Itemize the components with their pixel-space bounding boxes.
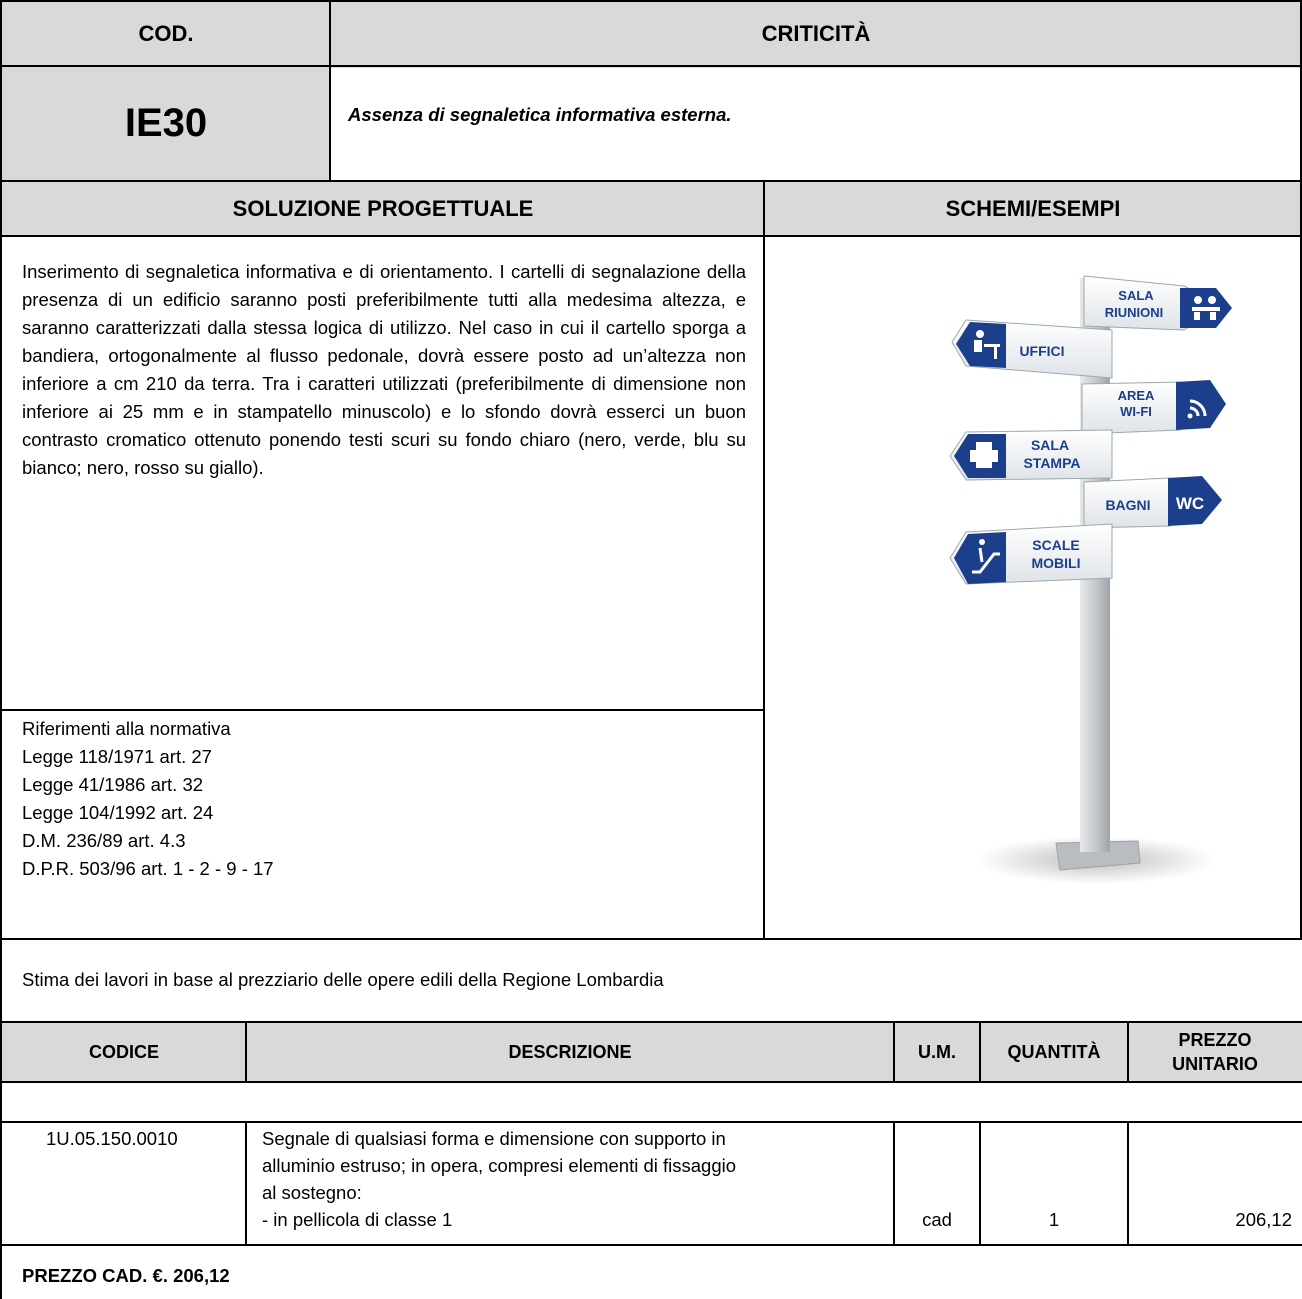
- col-prezzo-unitario: PREZZO UNITARIO: [1172, 1030, 1258, 1074]
- riferimento-item: D.P.R. 503/96 art. 1 - 2 - 9 - 17: [22, 858, 274, 879]
- criticita-header: CRITICITÀ: [761, 21, 871, 46]
- sign-scale-mobili: SCALE MOBILI: [949, 523, 1113, 585]
- soluzione-header: SOLUZIONE PROGETTUALE: [232, 195, 534, 221]
- svg-text:AREA: AREA: [1118, 388, 1155, 403]
- table-header-bg: [2, 1022, 1302, 1082]
- svg-text:UFFICI: UFFICI: [1019, 343, 1064, 359]
- riferimento-item: Legge 104/1992 art. 24: [22, 802, 214, 823]
- cod-header: COD.: [138, 21, 194, 46]
- totale-price: PREZZO CAD. €. 206,12: [22, 1265, 230, 1286]
- row-um: cad: [922, 1209, 952, 1230]
- header-row-bg: [2, 2, 1302, 66]
- riferimento-item: D.M. 236/89 art. 4.3: [22, 830, 186, 851]
- svg-text:WI-FI: WI-FI: [1120, 404, 1152, 419]
- sign-sala-riunioni: SALA RIUNIONI: [1083, 275, 1232, 331]
- desk-icon: [974, 330, 1000, 359]
- row-prezzo: 206,12: [1235, 1209, 1292, 1230]
- svg-text:SCALE: SCALE: [1032, 537, 1079, 553]
- sign-bagni: BAGNI WC: [1083, 476, 1222, 529]
- sign-uffici: UFFICI: [951, 319, 1113, 379]
- sign-area-wifi: AREA WI-FI: [1081, 380, 1226, 435]
- signpost-illustration: SALA RIUNIONI UFFICI AREA WI-FI SALA STA…: [949, 275, 1232, 884]
- schemi-header: SCHEMI/ESEMPI: [945, 195, 1121, 221]
- escalator-icon: [972, 539, 1000, 574]
- riferimenti-title: Riferimenti alla normativa: [22, 718, 231, 739]
- base-plate: [1055, 840, 1141, 871]
- stima-text: Stima dei lavori in base al prezziario d…: [22, 969, 664, 990]
- svg-text:MOBILI: MOBILI: [1032, 555, 1081, 571]
- criticita-text-bg: [330, 68, 1302, 181]
- col-codice: CODICE: [88, 1042, 159, 1062]
- printer-icon: [970, 442, 998, 468]
- svg-text:SALA: SALA: [1031, 437, 1069, 453]
- riferimento-item: Legge 41/1986 art. 32: [22, 774, 204, 795]
- svg-text:BAGNI: BAGNI: [1105, 497, 1150, 513]
- col-quantita: QUANTITÀ: [1007, 1042, 1101, 1062]
- riferimento-item: Legge 118/1971 art. 27: [22, 746, 212, 767]
- row-codice: 1U.05.150.0010: [46, 1128, 178, 1149]
- code-value: IE30: [124, 101, 208, 145]
- wc-icon: WC: [1176, 494, 1204, 513]
- svg-text:STAMPA: STAMPA: [1023, 455, 1080, 471]
- svg-text:RIUNIONI: RIUNIONI: [1105, 305, 1164, 320]
- row-quantita: 1: [1048, 1209, 1060, 1230]
- col-um: U.M.: [918, 1042, 956, 1062]
- row-descrizione: Segnale di qualsiasi forma e dimensione …: [262, 1128, 737, 1230]
- sign-sala-stampa: SALA STAMPA: [949, 429, 1113, 481]
- soluzione-text: Inserimento di segnaletica informativa e…: [22, 261, 746, 478]
- section-header-bg: [2, 181, 1302, 236]
- col-descrizione: DESCRIZIONE: [508, 1042, 632, 1062]
- people-icon: [1192, 296, 1220, 320]
- wifi-icon: [1187, 399, 1207, 419]
- criticita-text: Assenza di segnaletica informativa ester…: [348, 104, 732, 125]
- svg-text:SALA: SALA: [1118, 288, 1154, 303]
- riferimenti-block: Riferimenti alla normativa Legge 118/197…: [22, 715, 274, 883]
